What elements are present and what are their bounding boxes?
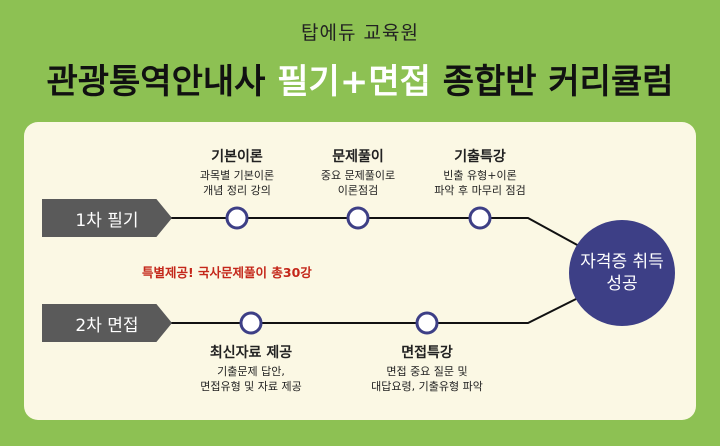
subtitle: 탑에듀 교육원 bbox=[301, 22, 419, 44]
step-title: 문제풀이 bbox=[332, 149, 384, 165]
goal-line1: 자격증 취득 bbox=[580, 252, 664, 272]
step-title: 기본이론 bbox=[211, 149, 263, 165]
step-desc: 기출문제 답안,면접유형 및 자료 제공 bbox=[200, 365, 302, 393]
step-title: 최신자료 제공 bbox=[209, 345, 293, 361]
title-part1: 관광통역안내사 bbox=[46, 62, 278, 102]
track2-tag: 2차 면접 bbox=[42, 304, 172, 342]
track1-node-3 bbox=[468, 206, 492, 230]
title-highlight: 필기+면접 bbox=[277, 62, 431, 102]
track1-node-1 bbox=[225, 206, 249, 230]
track1-node-2 bbox=[346, 206, 370, 230]
track2-node-2 bbox=[415, 311, 439, 335]
title-part2: 종합반 커리큘럼 bbox=[430, 62, 674, 102]
goal-line2: 성공 bbox=[606, 274, 638, 294]
track2-step-1: 최신자료 제공 기출문제 답안,면접유형 및 자료 제공 bbox=[181, 344, 321, 394]
promo-text: 특별제공! 국사문제풀이 총30강 bbox=[142, 265, 312, 280]
track2-node-1 bbox=[239, 311, 263, 335]
goal-circle: 자격증 취득 성공 bbox=[569, 220, 675, 326]
step-title: 면접특강 bbox=[401, 345, 453, 361]
track1-line bbox=[170, 217, 591, 253]
step-title: 기출특강 bbox=[454, 149, 506, 165]
track2-line bbox=[170, 291, 591, 324]
page-title: 관광통역안내사 필기+면접 종합반 커리큘럼 bbox=[0, 54, 720, 103]
track1-tag: 1차 필기 bbox=[42, 199, 172, 237]
